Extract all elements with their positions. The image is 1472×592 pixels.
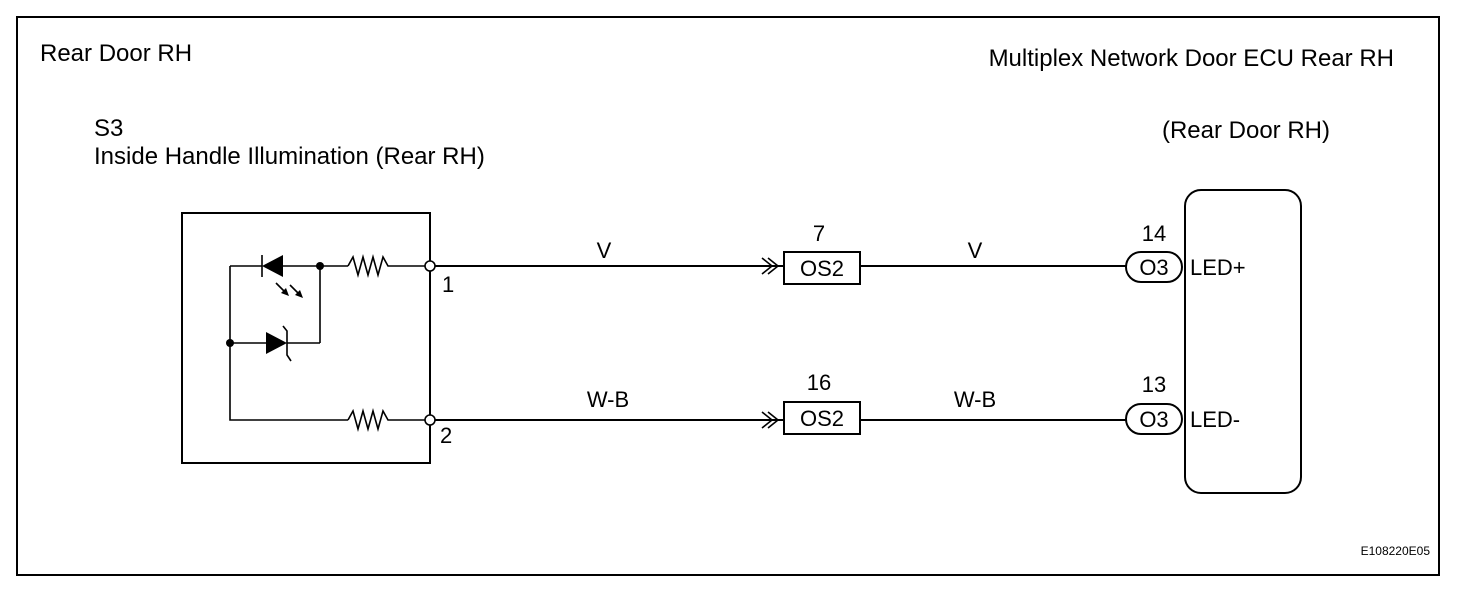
terminal-1 xyxy=(424,260,436,272)
ecu-pin-13: 13 xyxy=(1142,372,1166,397)
junction-1-pin: 7 xyxy=(813,221,825,246)
location-label: Rear Door RH xyxy=(40,40,192,67)
junction-1-connector: OS2 xyxy=(800,256,844,281)
component-code: S3 xyxy=(94,115,123,142)
zener-diode-icon xyxy=(266,332,287,354)
component-pin-1: 1 xyxy=(442,272,454,297)
ecu-location: (Rear Door RH) xyxy=(1162,117,1330,144)
ecu-connector-2-label: O3 xyxy=(1139,407,1168,432)
component-pin-2: 2 xyxy=(440,423,452,448)
ecu-connector-1-label: O3 xyxy=(1139,255,1168,280)
wire-2-color-right: W-B xyxy=(954,387,996,412)
junction-2-pin: 16 xyxy=(807,370,831,395)
wire-2-color-left: W-B xyxy=(587,387,629,412)
ecu-signal-led-plus: LED+ xyxy=(1190,255,1246,280)
ecu-pin-14: 14 xyxy=(1142,221,1166,246)
wire-1-color-right: V xyxy=(968,238,983,263)
junction-2-connector: OS2 xyxy=(800,406,844,431)
component-box xyxy=(181,212,436,464)
component-name: Inside Handle Illumination (Rear RH) xyxy=(94,143,485,170)
wire-1-color-left: V xyxy=(597,238,612,263)
led-icon xyxy=(262,255,283,277)
terminal-2 xyxy=(424,414,436,426)
ecu-connector-2 xyxy=(1125,403,1183,435)
ecu-box xyxy=(1184,189,1302,494)
junction-connector-1 xyxy=(783,251,861,285)
junction-connector-2 xyxy=(783,401,861,435)
diagram-frame xyxy=(16,16,1440,576)
ecu-connector-1 xyxy=(1125,251,1183,283)
ecu-signal-led-minus: LED- xyxy=(1190,407,1240,432)
ecu-title: Multiplex Network Door ECU Rear RH xyxy=(989,45,1394,72)
junction-dot xyxy=(226,339,234,347)
resistor-icon xyxy=(347,254,426,278)
figure-id: E108220E05 xyxy=(1361,544,1431,558)
resistor-icon xyxy=(347,408,426,432)
